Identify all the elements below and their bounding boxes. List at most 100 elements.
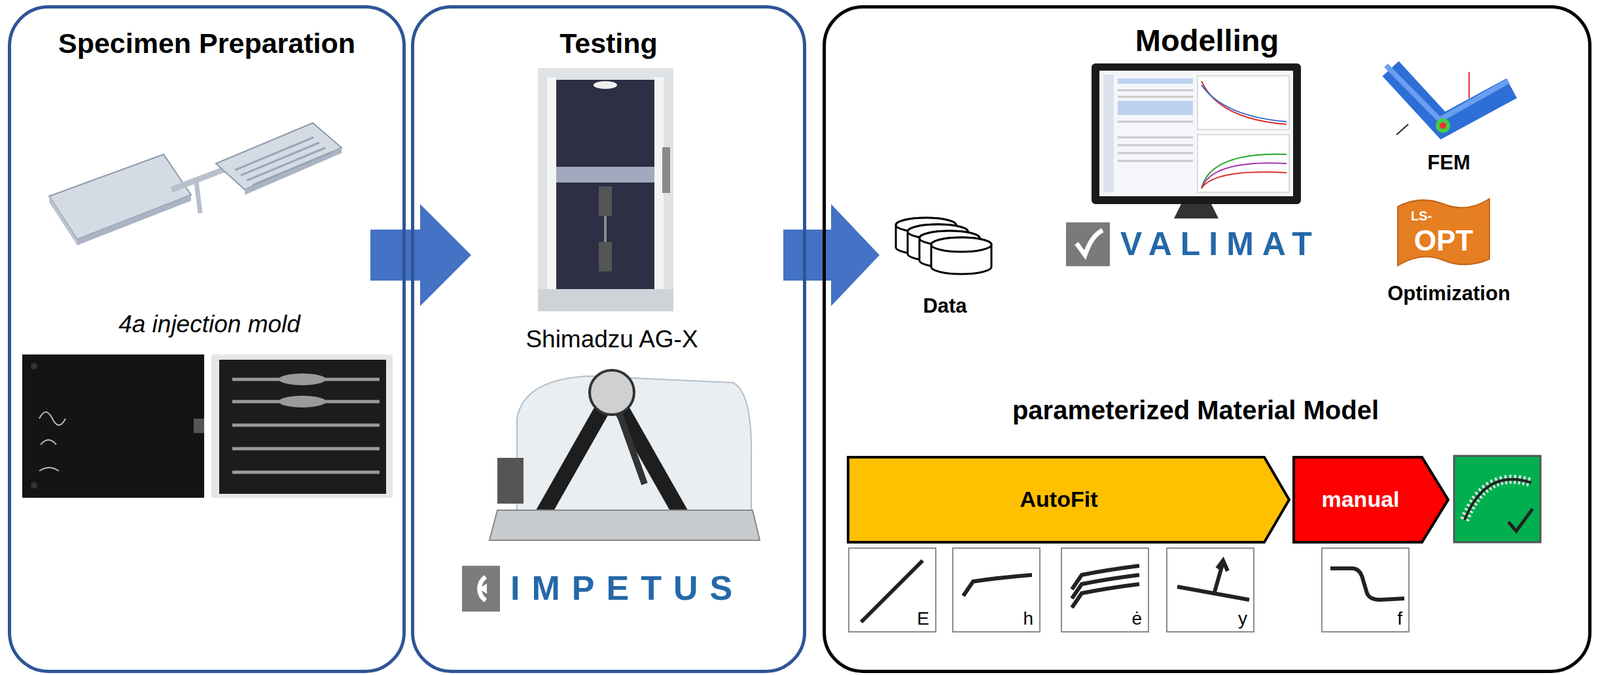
illustration-shape: [1454, 456, 1541, 543]
illustration-shape: [1397, 198, 1490, 266]
icon-stroke: [1177, 586, 1250, 601]
parameter-icon-box: h: [952, 547, 1041, 633]
icon-stroke: [861, 560, 923, 623]
ls-opt-logo: [1397, 198, 1490, 266]
illustration-shape: [1468, 71, 1470, 99]
illustration-shape: [654, 77, 664, 290]
illustration-shape: [49, 196, 78, 246]
panel-heading: Modelling: [1135, 22, 1279, 59]
illustration-shape: [604, 215, 607, 243]
illustration-shape: [1201, 162, 1287, 189]
node-label: Data: [922, 294, 967, 319]
parameter-icon-box: ė: [1060, 547, 1150, 633]
illustration-shape: [1508, 509, 1533, 532]
illustration-shape: [462, 566, 500, 612]
mold-cad-illustration: [49, 123, 342, 246]
illustration-shape: [1201, 85, 1287, 122]
illustration-shape: [30, 363, 38, 370]
illustration-shape: [1117, 96, 1193, 99]
process-chevron: AutoFit: [846, 456, 1291, 544]
parameter-letter: y: [1238, 608, 1248, 630]
illustration-shape: [479, 583, 487, 595]
illustration-shape: [39, 412, 66, 472]
logo-text: IMPETUS: [510, 569, 745, 609]
logo-text: OPT: [1414, 224, 1474, 258]
illustration-shape: [1117, 78, 1193, 84]
illustration-shape: [278, 373, 326, 386]
parameter-letter: f: [1397, 608, 1403, 630]
valimat-logo-icon: [1066, 222, 1110, 267]
illustration-shape: [1396, 124, 1409, 135]
icon-stroke: [1330, 568, 1405, 601]
parameter-icon-box: f: [1321, 547, 1410, 633]
illustration-shape: [246, 147, 326, 181]
node-label: AutoFit: [1020, 486, 1099, 513]
illustration-shape: [211, 354, 393, 498]
illustration-shape: [1117, 152, 1193, 155]
stage-panel: Specimen Preparation: [7, 5, 406, 674]
section-title: parameterized Material Model: [1012, 395, 1379, 426]
illustration-shape: [1201, 81, 1287, 125]
illustration-shape: [593, 81, 618, 89]
logo-text: VALIMAT: [1120, 225, 1321, 264]
cylinder-body: [931, 237, 992, 275]
panel-heading: Specimen Preparation: [58, 27, 356, 60]
illustration-shape: [1066, 222, 1110, 267]
illustration-shape: [556, 79, 655, 290]
illustration-shape: [252, 152, 332, 186]
process-chevron: manual: [1292, 456, 1450, 544]
parameter-letter: E: [916, 608, 930, 630]
illustration-shape: [232, 424, 380, 428]
cylinder-top: [931, 237, 992, 252]
illustration-shape: [1076, 230, 1103, 256]
illustration-shape: [1439, 122, 1447, 129]
illustration-shape: [537, 68, 674, 312]
database-cylinders: [891, 215, 998, 292]
icon-stroke: [1071, 584, 1140, 608]
illustration-shape: [1117, 89, 1193, 92]
mold-photo: [22, 354, 205, 498]
illustration-shape: [232, 447, 380, 451]
illustration-shape: [232, 471, 380, 475]
tensile-machine-photo: [537, 68, 674, 312]
illustration-shape: [1117, 136, 1193, 139]
illustration-shape: [537, 289, 674, 312]
illustration-shape: [1091, 63, 1301, 205]
block-arrow: [783, 204, 880, 307]
specimen-plate-photo: [211, 354, 393, 498]
illustration-shape: [589, 370, 635, 415]
illustration-shape: [497, 458, 524, 504]
illustration-shape: [77, 195, 192, 246]
illustration-shape: [598, 186, 612, 216]
illustration-shape: [1117, 144, 1193, 147]
tool-label: FEM: [1427, 151, 1470, 175]
logo-text: LS-: [1410, 208, 1432, 224]
illustration-shape: [598, 242, 612, 272]
illustration-shape: [1103, 74, 1114, 193]
tool-label: Optimization: [1387, 282, 1511, 306]
device-label: Shimadzu AG-X: [525, 325, 698, 355]
node-label: manual: [1321, 486, 1400, 513]
illustration-shape: [1435, 118, 1451, 133]
illustration-shape: [1386, 65, 1509, 120]
illustration-shape: [1464, 479, 1532, 521]
chevron-fill: [848, 457, 1290, 543]
panel-heading: Testing: [559, 27, 658, 60]
illustration-shape: [547, 77, 557, 290]
illustration-shape: [196, 181, 201, 214]
parameter-icon-box: y: [1166, 547, 1255, 633]
stage-panel: ModellingDataAutoFit manualEh ė y f: [822, 5, 1592, 674]
fem-illustration: [1386, 65, 1512, 135]
parameter-letter: h: [1022, 608, 1034, 630]
parameter-letter: ė: [1131, 608, 1142, 630]
illustration-shape: [1201, 172, 1287, 189]
data-store: Data: [891, 215, 998, 324]
illustration-shape: [1117, 160, 1193, 163]
illustration-shape: [1197, 75, 1290, 130]
icon-stroke: [1217, 560, 1228, 572]
caption-label: 4a injection mold: [118, 310, 301, 339]
illustration-shape: [489, 510, 760, 541]
illustration-shape: [1197, 134, 1290, 193]
illustration-shape: [1099, 70, 1294, 197]
